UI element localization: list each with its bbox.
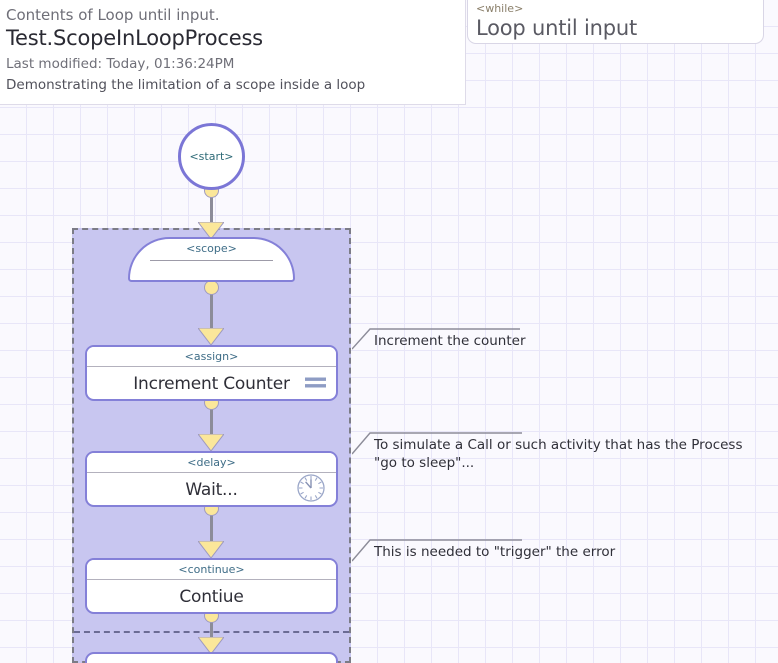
panel-subtitle: Contents of Loop until input.: [6, 6, 220, 24]
node-start[interactable]: <start>: [178, 123, 245, 190]
while-panel-tag: <while>: [476, 2, 524, 15]
connector-arrow-next: [198, 637, 224, 654]
connector-line-assign-delay: [210, 401, 213, 449]
node-start-tag: <start>: [189, 150, 234, 163]
scope-dome-shape: [128, 237, 295, 282]
node-assign-label: Increment Counter: [133, 373, 290, 394]
node-delay-body: Wait...: [87, 473, 336, 506]
connector-arrow-scope: [198, 222, 224, 239]
equals-icon: [305, 374, 326, 393]
annotation-trigger-error-text: This is needed to "trigger" the error: [374, 544, 616, 560]
connector-line-continue-next: [210, 614, 213, 651]
node-continue-tag: <continue>: [87, 560, 336, 580]
node-delay-label: Wait...: [185, 479, 238, 500]
connector-arrow-assign: [198, 328, 224, 345]
node-scope-tag: <scope>: [186, 242, 237, 255]
connector-arrow-continue: [198, 541, 224, 558]
connector-line-start-scope: [210, 190, 213, 237]
annotation-simulate-call-text: To simulate a Call or such activity that…: [374, 437, 743, 471]
node-delay[interactable]: <delay> Wait...: [85, 451, 338, 507]
annotation-trigger-error[interactable]: This is needed to "trigger" the error: [352, 528, 672, 568]
scope-divider-rule: [150, 260, 273, 261]
last-modified-text: Last modified: Today, 01:36:24PM: [6, 56, 235, 72]
node-delay-tag: <delay>: [87, 453, 336, 473]
annotation-increment-counter[interactable]: Increment the counter: [352, 316, 652, 356]
node-scope[interactable]: <scope>: [128, 237, 295, 282]
connector-line-delay-continue: [210, 507, 213, 556]
node-next-partial[interactable]: [85, 652, 338, 663]
node-assign-tag: <assign>: [87, 347, 336, 367]
node-assign[interactable]: <assign> Increment Counter: [85, 345, 338, 401]
while-context-panel[interactable]: <while> Loop until input: [467, 0, 764, 44]
process-description: Demonstrating the limitation of a scope …: [6, 77, 366, 93]
while-panel-name: Loop until input: [476, 16, 638, 40]
page-title: Test.ScopeInLoopProcess: [6, 26, 263, 50]
connector-dot-scope: [204, 280, 219, 295]
node-continue-body: Contiue: [87, 580, 336, 612]
connector-arrow-delay: [198, 434, 224, 451]
process-info-panel: Contents of Loop until input. Test.Scope…: [0, 0, 466, 105]
connector-line-scope-assign: [210, 287, 213, 342]
node-continue-label: Contiue: [179, 586, 244, 607]
annotation-simulate-call[interactable]: To simulate a Call or such activity that…: [352, 421, 752, 477]
node-continue[interactable]: <continue> Contiue: [85, 558, 338, 614]
clock-icon: [296, 473, 326, 506]
annotation-increment-counter-text: Increment the counter: [374, 333, 526, 349]
node-assign-body: Increment Counter: [87, 367, 336, 399]
